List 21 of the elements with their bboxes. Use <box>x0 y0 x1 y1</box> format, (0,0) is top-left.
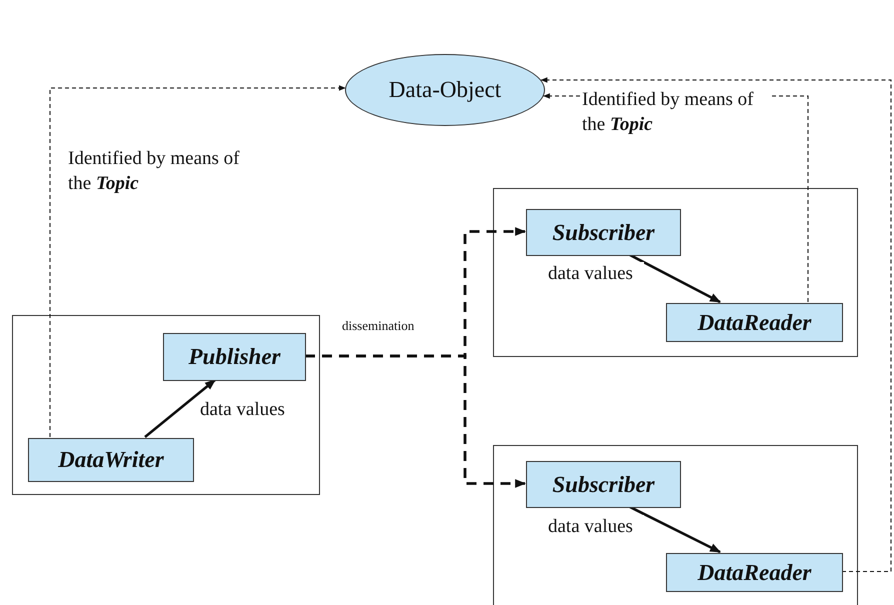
arrow <box>144 379 216 438</box>
node-label: DataWriter <box>58 447 164 473</box>
arrow <box>305 354 526 488</box>
node-label: Data-Object <box>388 77 502 103</box>
entity-box <box>28 438 194 482</box>
arrow <box>540 77 892 572</box>
group-frame <box>493 188 858 357</box>
arrow <box>50 85 346 438</box>
entity-box <box>526 461 681 508</box>
group-frame <box>12 315 320 495</box>
entity-box <box>163 333 306 381</box>
entity-box <box>526 209 681 256</box>
node-label: Publisher <box>188 344 281 370</box>
node-label: Subscriber <box>552 220 655 246</box>
node-label: DataReader <box>698 560 812 586</box>
arrow <box>629 506 721 554</box>
entity-box <box>666 553 843 592</box>
node-label: DataReader <box>698 310 812 336</box>
arrow <box>629 254 721 304</box>
node-label: Subscriber <box>552 472 655 498</box>
entity-box <box>666 303 843 342</box>
